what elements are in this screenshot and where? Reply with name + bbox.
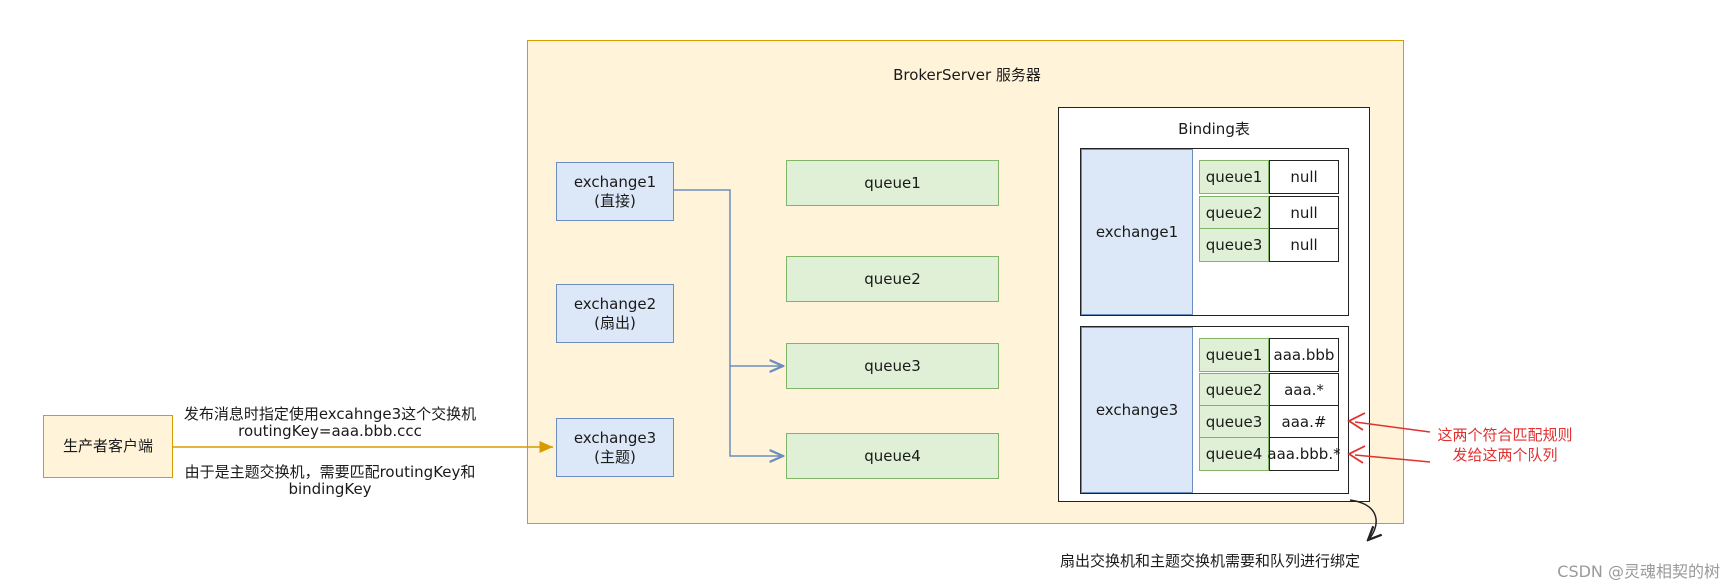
exchange1-to-queue3-arrow	[674, 189, 783, 366]
match-arrow-queue3-head	[1347, 412, 1366, 431]
queue1-box[interactable]: queue1	[786, 160, 999, 206]
binding-row-queue: queue1	[1199, 160, 1269, 194]
topic-note-line1: 由于是主题交换机，需要匹配routingKey和	[184, 463, 476, 481]
binding-row-key: aaa.bbb	[1269, 338, 1339, 372]
match-arrow-queue3	[1354, 421, 1431, 433]
bind-note-arrow	[1349, 499, 1376, 540]
bind-note: 扇出交换机和主题交换机需要和队列进行绑定	[1059, 552, 1360, 570]
binding-row-queue: queue3	[1199, 228, 1269, 262]
producer-client[interactable]: 生产者客户端	[43, 415, 173, 478]
exchange3-box[interactable]: exchange3 (主题)	[556, 418, 674, 477]
exchange1-to-queue4-arrow	[729, 366, 783, 456]
match-note-line2: 发给这两个队列	[1452, 446, 1558, 464]
binding-row-key: aaa.*	[1269, 373, 1339, 407]
publish-note-line1: 发布消息时指定使用excahnge3这个交换机	[183, 405, 477, 423]
binding-row-key: null	[1269, 196, 1339, 230]
match-arrow-queue4-head	[1347, 445, 1366, 464]
binding-row-key: null	[1269, 228, 1339, 262]
exchange2-box[interactable]: exchange2 (扇出)	[556, 284, 674, 343]
csdn-watermark: CSDN @灵魂相契的树	[1557, 562, 1720, 581]
binding-row-queue: queue4	[1199, 437, 1269, 471]
queue2-box[interactable]: queue2	[786, 256, 999, 302]
binding-row-queue: queue1	[1199, 338, 1269, 372]
binding-row-queue: queue2	[1199, 373, 1269, 407]
match-arrow-queue4	[1354, 454, 1431, 463]
queue4-box[interactable]: queue4	[786, 433, 999, 479]
binding-row-key: null	[1269, 160, 1339, 194]
match-note-line1: 这两个符合匹配规则	[1437, 426, 1573, 444]
binding-exchange1-cell: exchange1	[1081, 149, 1193, 315]
binding-row-key: aaa.bbb.*	[1267, 437, 1341, 471]
binding-exchange3-cell: exchange3	[1081, 327, 1193, 493]
topic-note-line2: bindingKey	[288, 480, 372, 498]
binding-row-queue: queue3	[1199, 405, 1269, 439]
binding-table-title: Binding表	[1178, 120, 1250, 138]
broker-server-title: BrokerServer 服务器	[893, 66, 1041, 84]
exchange1-box[interactable]: exchange1 (直接)	[556, 162, 674, 221]
publish-note-line2: routingKey=aaa.bbb.ccc	[238, 422, 422, 440]
queue3-box[interactable]: queue3	[786, 343, 999, 389]
